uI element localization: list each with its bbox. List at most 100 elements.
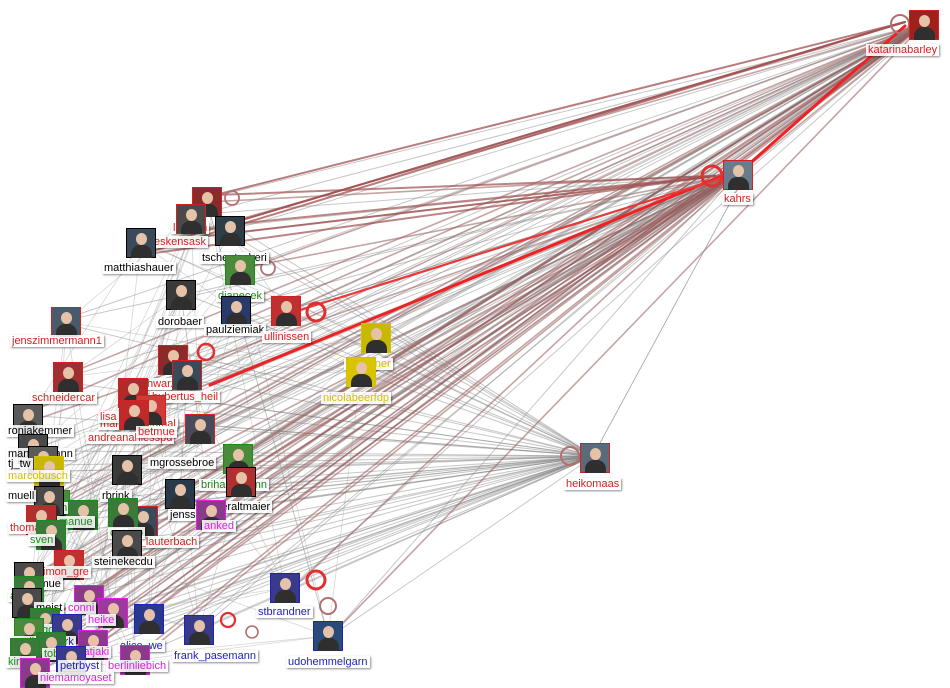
- node-label: heike: [86, 614, 116, 626]
- avatar-head: [206, 505, 217, 517]
- edge-berlinliebich-kahrs: [134, 174, 737, 658]
- avatar-head: [233, 449, 244, 461]
- node-avatar[interactable]: [313, 621, 343, 651]
- node-avatar[interactable]: [184, 615, 214, 645]
- node-avatar[interactable]: [580, 443, 610, 473]
- avatar-torso: [58, 379, 79, 392]
- node-label: heikomaas: [564, 478, 621, 490]
- avatar-head: [138, 511, 149, 523]
- avatar-head: [186, 209, 197, 221]
- avatar-head: [231, 301, 242, 313]
- avatar-torso: [276, 313, 297, 326]
- node-avatar[interactable]: [166, 280, 196, 310]
- node-label: lisa: [98, 411, 119, 423]
- node-avatar[interactable]: [226, 467, 256, 497]
- node-label: mgrossebroe: [148, 457, 216, 469]
- node-label: eskensask: [152, 236, 208, 248]
- avatar-head: [22, 593, 33, 605]
- node-label: muell: [6, 490, 36, 502]
- avatar-head: [118, 503, 129, 515]
- node-avatar[interactable]: [270, 573, 300, 603]
- node-avatar[interactable]: [271, 296, 301, 326]
- self-loop-alice_weidel: [246, 626, 258, 638]
- avatar-torso: [230, 272, 251, 285]
- avatar-head: [144, 609, 155, 621]
- node-avatar[interactable]: [134, 604, 164, 634]
- avatar-head: [20, 643, 31, 655]
- avatar-head: [280, 578, 291, 590]
- node-avatar[interactable]: [723, 160, 753, 190]
- node-label: stbrandner: [256, 606, 313, 618]
- avatar-torso: [318, 638, 339, 651]
- edge-meister-katarinabarley: [24, 24, 924, 603]
- avatar-torso: [366, 340, 387, 353]
- node-label: marcobusch: [6, 470, 70, 482]
- edge-stbrandner-katarinabarley: [287, 24, 924, 591]
- node-label: niemamoyaset: [38, 672, 114, 684]
- node-label: dorobaer: [156, 316, 204, 328]
- node-avatar[interactable]: [221, 296, 251, 326]
- node-avatar[interactable]: [126, 228, 156, 258]
- node-avatar[interactable]: [172, 360, 202, 390]
- node-label: steinekecdu: [92, 556, 155, 568]
- node-avatar[interactable]: [215, 216, 245, 246]
- node-avatar[interactable]: [176, 204, 206, 234]
- avatar-torso: [177, 377, 198, 390]
- avatar-head: [733, 165, 744, 177]
- avatar-head: [225, 221, 236, 233]
- avatar-torso: [171, 297, 192, 310]
- avatar-head: [122, 535, 133, 547]
- edge-tobias-katarinabarley: [54, 24, 924, 647]
- node-avatar[interactable]: [225, 255, 255, 285]
- node-label: berlinliebich: [106, 660, 168, 672]
- node-avatar[interactable]: [108, 498, 138, 528]
- edge-frank_pasemann-kahrs: [198, 174, 737, 630]
- node-label: schneidercar: [30, 392, 97, 404]
- avatar-head: [235, 260, 246, 272]
- node-avatar[interactable]: [346, 357, 376, 387]
- node-label: nicolabeerfdp: [321, 392, 391, 404]
- avatar-torso: [131, 245, 152, 258]
- node-avatar[interactable]: [185, 414, 215, 444]
- avatar-torso: [914, 27, 935, 40]
- avatar-head: [61, 312, 72, 324]
- avatar-head: [44, 491, 55, 503]
- node-label: matthiashauer: [102, 262, 176, 274]
- avatar-head: [356, 362, 367, 374]
- node-label: jenszimmermann1: [10, 335, 104, 347]
- avatar-head: [62, 619, 73, 631]
- node-avatar[interactable]: [165, 479, 195, 509]
- avatar-head: [195, 419, 206, 431]
- avatar-torso: [728, 177, 749, 190]
- avatar-torso: [220, 233, 241, 246]
- node-label: kahrs: [722, 193, 753, 205]
- avatar-head: [63, 367, 74, 379]
- avatar-head: [24, 623, 35, 635]
- node-avatar[interactable]: [53, 362, 83, 392]
- avatar-head: [129, 405, 140, 417]
- avatar-head: [323, 626, 334, 638]
- node-avatar[interactable]: [361, 323, 391, 353]
- avatar-head: [371, 328, 382, 340]
- node-label: anked: [202, 520, 236, 532]
- node-label: tj_tw: [6, 458, 33, 470]
- node-label: katarinabarley: [866, 44, 939, 56]
- avatar-head: [84, 590, 95, 602]
- node-avatar[interactable]: [112, 455, 142, 485]
- avatar-head: [175, 484, 186, 496]
- avatar-torso: [190, 431, 211, 444]
- node-label: frank_pasemann: [172, 650, 258, 662]
- self-loop-larsklingbeil: [225, 191, 239, 205]
- avatar-torso: [275, 590, 296, 603]
- edge-tschentscher-katarinabarley: [227, 24, 924, 232]
- avatar-torso: [117, 472, 138, 485]
- avatar-head: [590, 448, 601, 460]
- avatar-head: [919, 15, 930, 27]
- avatar-head: [236, 472, 247, 484]
- node-label: paulziemiak: [204, 324, 266, 336]
- node-avatar[interactable]: [51, 307, 81, 337]
- avatar-torso: [351, 374, 372, 387]
- edge-kirsten-katarinabarley: [23, 24, 924, 656]
- node-avatar[interactable]: [909, 10, 939, 40]
